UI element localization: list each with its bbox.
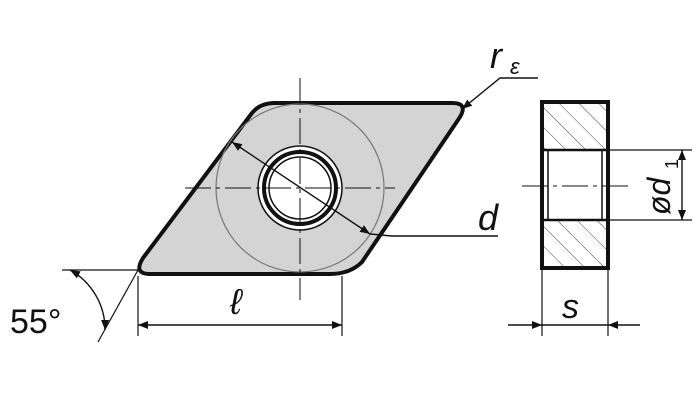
angle-extension-edge: [97, 269, 139, 343]
corner-radius-subscript: ε: [510, 54, 520, 79]
side-outline: [540, 100, 610, 270]
angle-arc: [69, 269, 110, 331]
hole-diameter-label: ød: [641, 176, 677, 215]
insert-front-view: [137, 78, 465, 300]
d-dimension: d: [231, 141, 499, 238]
d-leader: [369, 233, 498, 237]
side-hole-section: [547, 149, 603, 221]
hole-diameter-subscript: 1: [662, 159, 682, 169]
corner-radius-label: r: [490, 35, 504, 76]
corner-radius-leader: [461, 77, 538, 110]
corner-radius-dimension: r ε: [461, 35, 538, 110]
d-label: d: [478, 197, 499, 238]
thickness-dimension: s: [508, 270, 640, 336]
thickness-label: s: [562, 288, 579, 326]
d-dimension-line: [231, 141, 371, 235]
side-top-section: [542, 102, 608, 150]
angle-label: 55°: [10, 303, 61, 341]
edge-length-dimension: ℓ: [137, 276, 343, 336]
angle-dimension: 55°: [10, 269, 139, 343]
insert-side-view: [522, 100, 630, 270]
side-bottom-section: [542, 220, 608, 268]
hole-diameter-dimension: ød 1: [608, 149, 692, 221]
edge-length-label: ℓ: [229, 281, 244, 322]
